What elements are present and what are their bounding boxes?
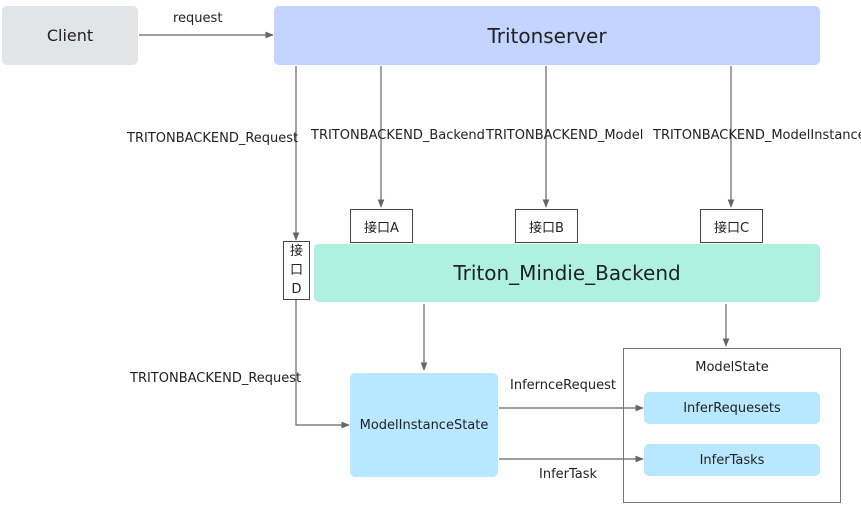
interface-b-label: 接口B bbox=[529, 220, 564, 236]
model-instance-state-label: ModelInstanceState bbox=[359, 417, 489, 433]
triton-mindie-backend-node: Triton_Mindie_Backend bbox=[314, 244, 820, 302]
interface-c-box: 接口C bbox=[700, 209, 763, 243]
infernce-request-label: InfernceRequest bbox=[510, 378, 616, 393]
interface-a-label: 接口A bbox=[364, 220, 399, 236]
request-label: request bbox=[173, 11, 223, 26]
infer-requesets-label: InferRequesets bbox=[683, 400, 781, 416]
backend-model-label: TRITONBACKEND_Model bbox=[486, 128, 644, 143]
infer-tasks-label: InferTasks bbox=[699, 452, 765, 468]
client-node: Client bbox=[2, 6, 138, 65]
interface-b-box: 接口B bbox=[515, 209, 578, 243]
triton-mindie-backend-label: Triton_Mindie_Backend bbox=[453, 261, 681, 285]
interface-d-char-3: D bbox=[291, 282, 302, 297]
backend-model-instance-label: TRITONBACKEND_ModelInstance bbox=[653, 128, 861, 143]
tritonserver-label: Tritonserver bbox=[487, 23, 607, 48]
infer-task-label: InferTask bbox=[539, 467, 598, 482]
client-label: Client bbox=[46, 26, 94, 45]
interface-c-label: 接口C bbox=[713, 220, 750, 236]
interface-d-char-1: 接 bbox=[289, 244, 303, 259]
model-state-title: ModelState bbox=[695, 360, 769, 375]
interface-d-char-2: 口 bbox=[289, 263, 303, 278]
model-instance-state-node: ModelInstanceState bbox=[350, 373, 498, 477]
edge-interface-d-to-model-instance-state bbox=[295, 300, 350, 429]
backend-request-top-label: TRITONBACKEND_Request bbox=[127, 131, 299, 146]
infer-requesets-node: InferRequesets bbox=[644, 392, 820, 424]
model-state-container: ModelState bbox=[623, 348, 841, 503]
backend-backend-label: TRITONBACKEND_Backend bbox=[311, 128, 485, 143]
interface-d-box: 接 口 D bbox=[283, 241, 310, 300]
backend-request-bottom-label: TRITONBACKEND_Request bbox=[130, 371, 302, 386]
infer-tasks-node: InferTasks bbox=[644, 444, 820, 476]
tritonserver-node: Tritonserver bbox=[274, 6, 820, 65]
interface-a-box: 接口A bbox=[350, 209, 413, 243]
